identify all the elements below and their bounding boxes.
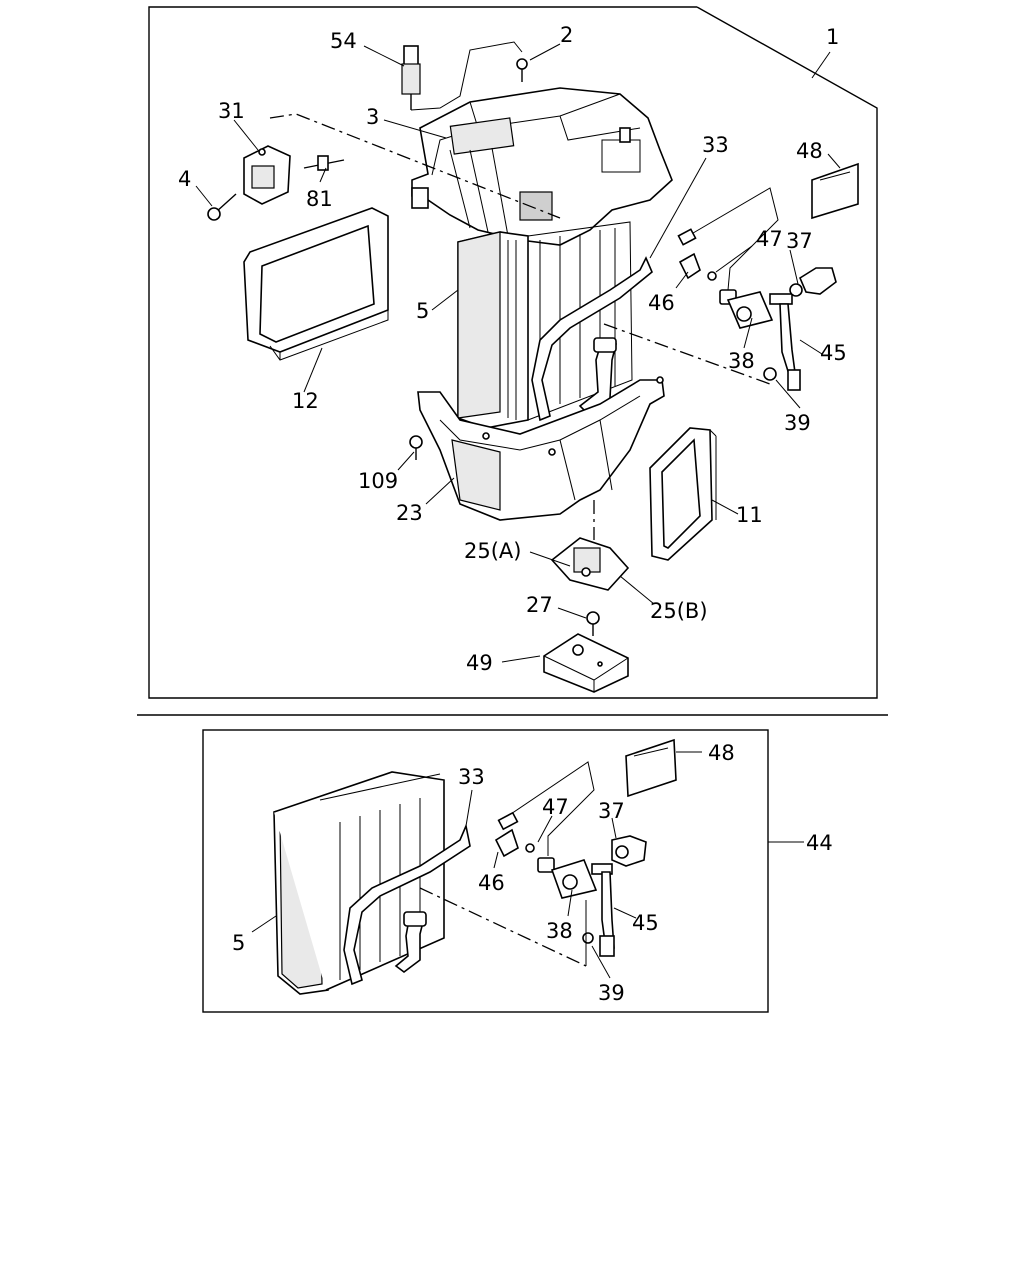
- valve-group-sub: [494, 761, 647, 957]
- seal-part-12: [243, 207, 389, 361]
- sensor-part-54: [401, 41, 523, 111]
- label-33: 33: [702, 133, 729, 157]
- leader-lines-main: [195, 43, 841, 663]
- evaporator-core-sub-part-5: [273, 771, 445, 995]
- label-48: 48: [796, 139, 823, 163]
- sub-assembly-frame: [202, 729, 769, 1013]
- evaporator-core-part-5: [457, 221, 633, 429]
- screw-part-2: [516, 58, 528, 82]
- label-25b: 25(B): [650, 599, 708, 623]
- label-39: 39: [784, 411, 811, 435]
- screw-part-4: [207, 193, 237, 221]
- sub-label-37: 37: [598, 799, 625, 823]
- label-81: 81: [306, 187, 333, 211]
- sub-label-39: 39: [598, 981, 625, 1005]
- pipe-assembly-sub-part-33: [343, 823, 471, 986]
- clip-part-81: [303, 155, 345, 171]
- label-38: 38: [728, 349, 755, 373]
- sub-label-46: 46: [478, 871, 505, 895]
- label-37: 37: [786, 229, 813, 253]
- upper-case-part-3: [411, 87, 673, 246]
- label-31: 31: [218, 99, 245, 123]
- label-23: 23: [396, 501, 423, 525]
- sub-label-44: 44: [806, 831, 833, 855]
- label-tag-part-48: [811, 162, 859, 220]
- sub-label-48: 48: [708, 741, 735, 765]
- sub-label-38: 38: [546, 919, 573, 943]
- label-49: 49: [466, 651, 493, 675]
- label-54: 54: [330, 29, 357, 53]
- label-1: 1: [826, 25, 839, 49]
- label-tag-sub-part-48: [625, 738, 677, 798]
- label-25a: 25(A): [464, 539, 521, 563]
- alignment-lines-sub: [419, 887, 587, 967]
- screw-part-109: [409, 435, 423, 460]
- seal-part-11: [649, 427, 717, 561]
- labels-main: 54 2 1 3 31 4 81 33 48 47 37 5 46 45 38 …: [178, 23, 847, 675]
- sub-label-5: 5: [232, 931, 245, 955]
- resistor-part-31: [243, 145, 291, 205]
- label-5: 5: [416, 299, 429, 323]
- label-11: 11: [736, 503, 763, 527]
- sub-label-45: 45: [632, 911, 659, 935]
- label-109: 109: [358, 469, 398, 493]
- bracket-part-25: [550, 537, 630, 591]
- label-3: 3: [366, 105, 379, 129]
- label-45: 45: [820, 341, 847, 365]
- sub-label-33: 33: [458, 765, 485, 789]
- label-4: 4: [178, 167, 191, 191]
- label-46: 46: [648, 291, 675, 315]
- lower-case-part-23: [417, 376, 665, 521]
- screw-part-27: [586, 611, 600, 636]
- leader-lines-sub: [251, 751, 804, 979]
- pad-part-49: [543, 633, 629, 693]
- label-12: 12: [292, 389, 319, 413]
- alignment-lines-main: [269, 113, 771, 540]
- sub-label-47: 47: [542, 795, 569, 819]
- main-assembly-frame: [137, 6, 888, 716]
- label-27: 27: [526, 593, 553, 617]
- label-2: 2: [560, 23, 573, 47]
- labels-sub: 48 33 47 37 44 46 45 38 5 39: [232, 741, 833, 1005]
- label-47: 47: [756, 227, 783, 251]
- valve-group-main: [677, 187, 837, 391]
